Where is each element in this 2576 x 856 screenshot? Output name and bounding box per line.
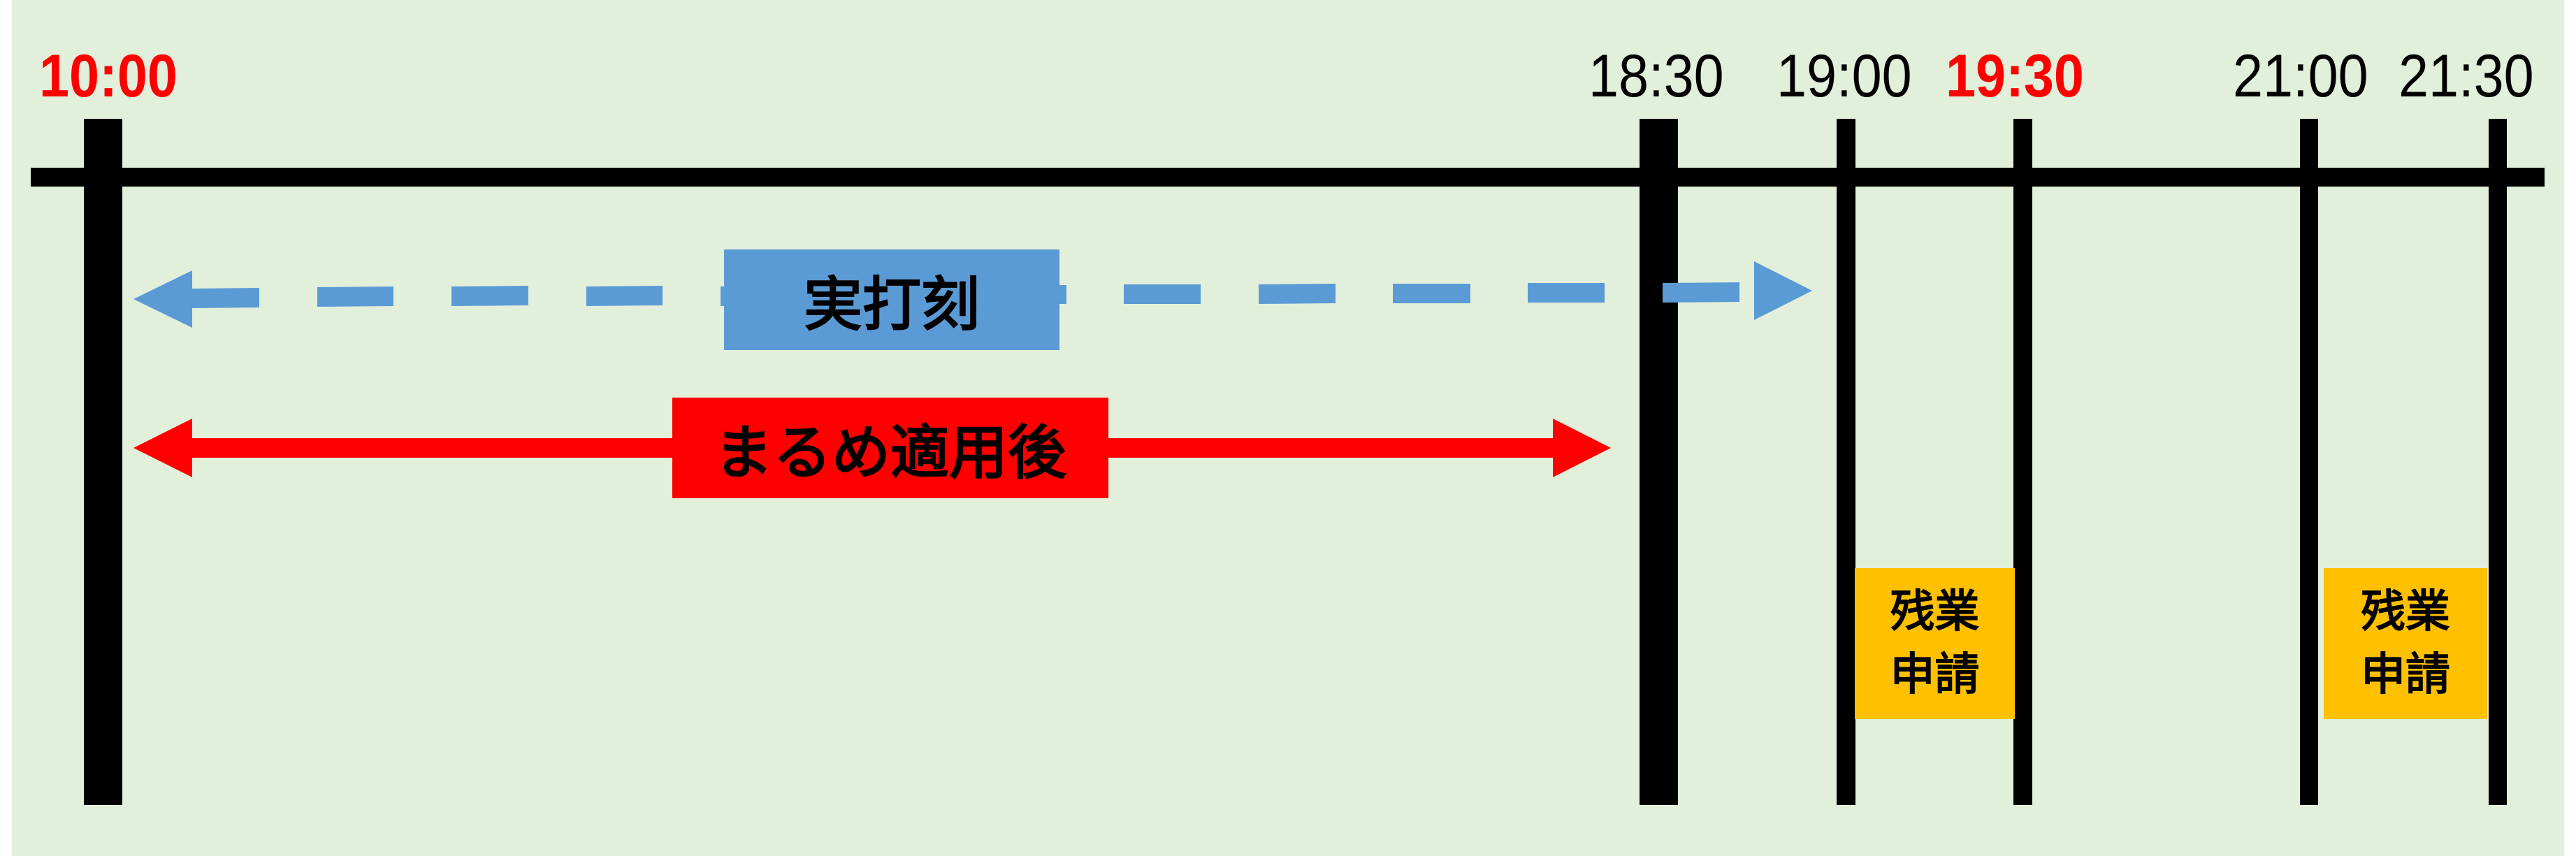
- arrow-head-right-icon: [1553, 419, 1611, 477]
- time-axis: [31, 168, 2545, 187]
- marker-19-00: [1837, 119, 1855, 805]
- arrow-head-left-icon: [133, 419, 192, 477]
- overtime-request-line1: 残業: [1890, 586, 1980, 638]
- arrow-head-right-icon: [1754, 261, 1812, 320]
- marker-21-00: [2300, 119, 2318, 805]
- diagram-canvas: [12, 0, 2564, 856]
- actual-punch-arrow: [133, 261, 1812, 328]
- overtime-request-box-2: 残業 申請: [2324, 568, 2487, 719]
- arrow-head-left-icon: [133, 270, 192, 328]
- actual-punch-label-text: 実打刻: [803, 270, 980, 339]
- time-label-19-30: 19:30: [1946, 43, 2084, 110]
- rounded-label: まるめ適用後: [672, 398, 1108, 498]
- overtime-request-line2: 申請: [2361, 649, 2450, 701]
- overtime-request-line1: 残業: [2361, 586, 2450, 638]
- overtime-request-line2: 申請: [1890, 649, 1980, 701]
- time-label-21-30: 21:30: [2398, 43, 2534, 110]
- rounded-label-text: まるめ適用後: [714, 418, 1066, 487]
- marker-19-30: [2013, 119, 2032, 805]
- actual-punch-label: 実打刻: [724, 249, 1059, 350]
- time-label-18-30: 18:30: [1589, 43, 1724, 110]
- overtime-request-box-1: 残業 申請: [1855, 568, 2015, 719]
- marker-10-00: [84, 119, 122, 805]
- time-label-21-00: 21:00: [2233, 43, 2368, 110]
- time-label-19-00: 19:00: [1777, 43, 1912, 110]
- marker-18-30: [1640, 119, 1678, 805]
- time-label-10-00: 10:00: [39, 43, 178, 110]
- marker-21-30: [2489, 119, 2507, 805]
